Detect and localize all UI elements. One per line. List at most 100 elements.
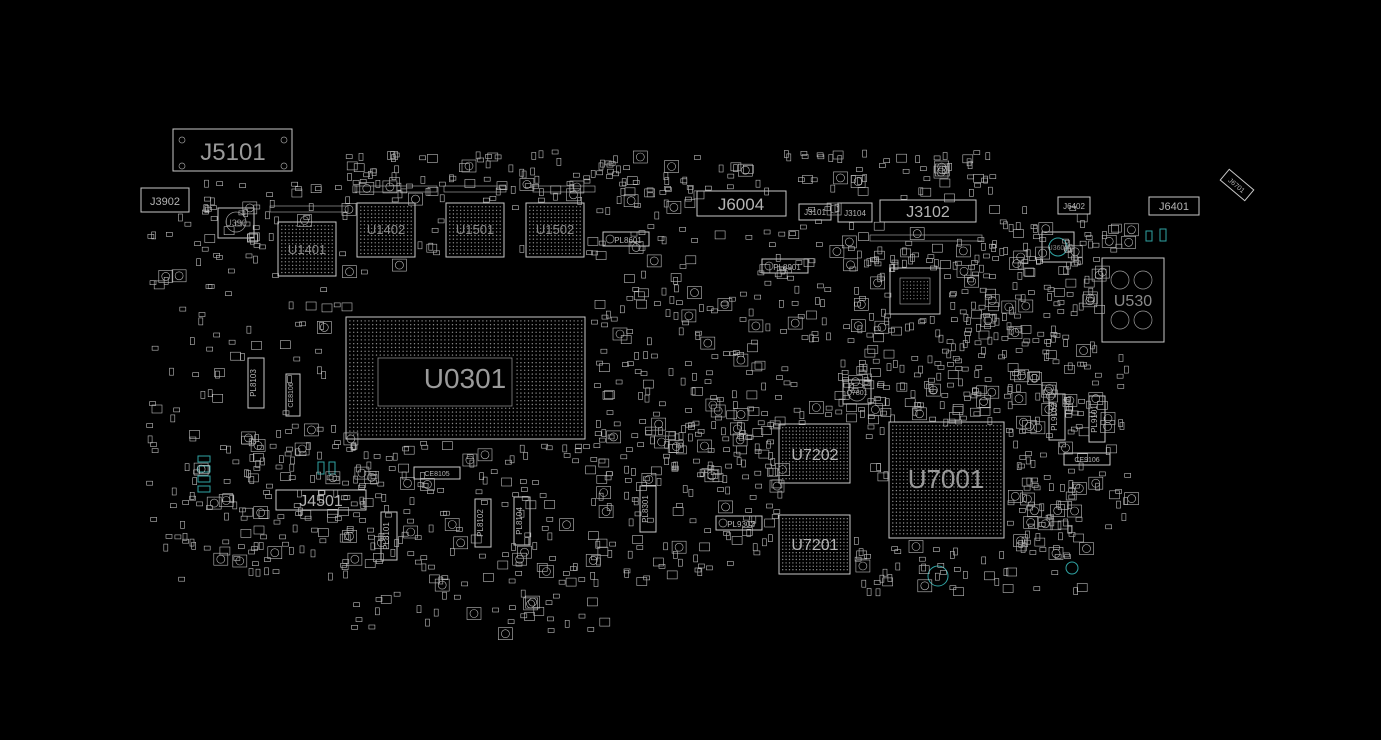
bga-ball [539,381,541,383]
chip-u7001[interactable]: U7001 [888,421,1005,539]
bga-ball [375,434,378,436]
bga-ball [425,324,427,326]
inductor-pl9302[interactable]: PL9302 [715,515,763,531]
bga-ball [492,242,494,244]
bga-ball [455,411,457,413]
bga-ball [425,346,427,349]
bga-ball [554,224,556,226]
bga-ball [971,439,973,441]
inductor-pl8301[interactable]: PL8301 [639,485,657,533]
inductor-pl9102[interactable]: PL9102 [1048,393,1066,441]
connector-j3101[interactable]: J3101 [798,203,832,221]
bga-ball [899,479,901,481]
bga-ball [379,415,381,417]
bga-ball [906,461,908,463]
passive-pad [832,150,844,160]
connector-j3104[interactable]: J3104 [837,202,873,223]
inductor-pl8601[interactable]: PL8601 [602,231,650,247]
bga-ball [906,450,908,452]
bga-ball [432,411,435,413]
bga-ball [826,457,828,459]
bga-ball [516,343,518,345]
bga-ball [946,489,948,492]
bga-ball [320,243,323,245]
connector-j5101[interactable]: J5101 [172,128,293,172]
bga-ball [349,365,351,368]
bga-ball [802,528,804,530]
bga-ball [565,252,567,255]
bga-ball [836,545,838,547]
passive-pad [623,194,639,207]
bga-ball [417,426,419,428]
inductor-pl8103[interactable]: PL8103 [247,357,265,409]
bga-ball [917,482,919,485]
label-u1502: U1502 [536,222,574,237]
chip-qfn-center[interactable] [889,267,941,315]
bga-ball [394,320,397,322]
passive-pad [1067,362,1073,371]
connector-j4501[interactable]: J4501 [275,489,367,511]
bga-ball [949,533,952,535]
bga-ball [839,552,842,554]
connector-j3102[interactable]: J3102 [879,199,977,223]
inductor-pl9101[interactable]: PL9101 [1088,395,1106,443]
capacitor-ce8105[interactable]: CE8105 [413,466,461,480]
bga-ball [974,435,977,438]
bga-ball [964,533,966,535]
bga-ball [799,558,801,561]
bga-ball [370,252,373,255]
bga-ball [565,227,567,230]
bga-ball [394,354,397,356]
bga-ball [495,231,498,233]
bga-ball [378,224,380,226]
passive-pad [621,362,629,367]
bga-ball [960,461,962,463]
bga-ball [463,242,465,244]
passive-pad [170,503,177,509]
connector-j6401[interactable]: J6401 [1148,196,1200,216]
bga-ball [924,471,926,474]
bga-ball [788,440,791,442]
bga-ball [1000,475,1002,477]
bga-ball [379,434,381,436]
bga-ball [802,427,804,429]
bga-ball [546,324,549,326]
bga-ball [788,524,791,527]
passive-pad [327,572,333,581]
bga-ball [501,346,503,349]
bga-ball [974,446,977,449]
chip-u1401[interactable]: U1401 [277,221,337,277]
chip-u1501[interactable]: U1501 [445,202,505,258]
inductor-pl8101[interactable]: PL8101 [380,511,398,561]
bga-ball [413,343,416,345]
chip-u1502[interactable]: U1502 [525,202,585,258]
bga-ball [942,482,944,485]
capacitor-ce8106[interactable]: CE8106 [285,373,301,417]
bga-ball [792,447,794,449]
chip-u530[interactable]: U530 [1101,257,1165,343]
passive-pad [627,361,634,366]
bga-ball [425,354,427,356]
bga-ball [474,343,476,345]
passive-pad [248,568,254,576]
bga-ball [459,238,462,240]
capacitor-ce9106[interactable]: CE9106 [1063,452,1111,466]
transistor-q7801[interactable]: Q7801 [842,379,872,405]
connector-j3902[interactable]: J3902 [140,187,190,213]
bga-ball [353,403,355,406]
cpu-u0301[interactable]: U0301 [345,316,586,440]
connector-j6004[interactable]: J6004 [696,190,787,217]
bga-ball [812,521,814,523]
chip-u7202[interactable]: U7202 [778,423,851,484]
bga-ball [360,339,362,341]
bga-ball [953,439,955,441]
bga-ball [489,343,492,345]
bga-ball [499,234,501,237]
inductor-pl8102[interactable]: PL8102 [474,498,492,548]
passive-pad [656,478,662,486]
bga-ball [281,261,283,263]
label-u7001: U7001 [908,464,985,494]
chip-u1402[interactable]: U1402 [356,202,416,258]
bga-ball [802,558,804,561]
chip-u7201[interactable]: U7201 [778,514,851,575]
